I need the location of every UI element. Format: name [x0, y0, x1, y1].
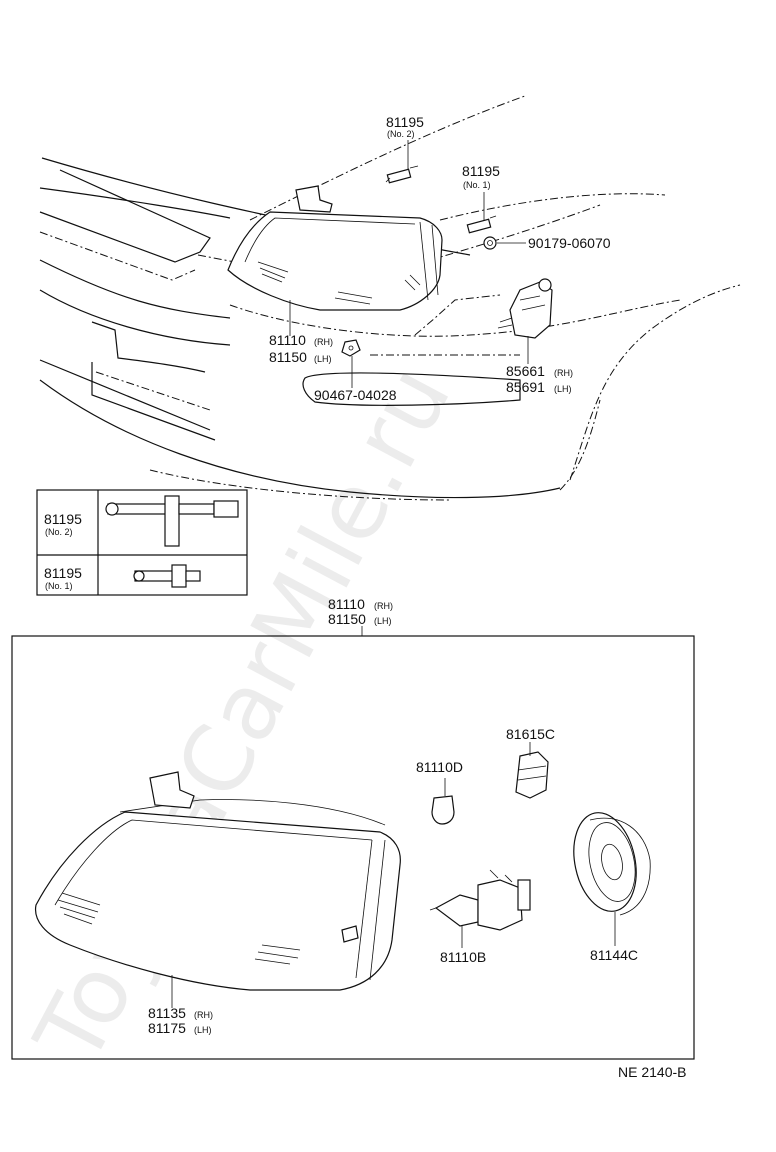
legend-row2-sub: (No. 1)	[45, 581, 73, 591]
drawing-code: NE 2140-B	[618, 1064, 686, 1080]
nut-upper-icon	[483, 236, 497, 250]
bolt-no2-number: 81195	[386, 114, 424, 130]
lens-rh-number: 81135	[148, 1005, 186, 1021]
assembly-lh-sub: (LH)	[374, 616, 392, 626]
socket-lh-number: 85691	[506, 379, 545, 395]
bulb-cover-icon	[573, 812, 651, 916]
halogen-bulb-number: 81110B	[440, 949, 486, 965]
headlamp-rh-sub: (RH)	[314, 337, 333, 347]
bolt-no1-number: 81195	[462, 163, 500, 179]
headlamp-upper-drawing	[227, 185, 443, 311]
clip-upper-icon	[341, 339, 361, 357]
bolt-no1-sub: (No. 1)	[463, 180, 491, 190]
headlamp-rh-number: 81110	[269, 332, 306, 348]
halogen-bulb-icon	[429, 869, 531, 931]
socket-rh-sub: (RH)	[554, 368, 573, 378]
headlamp-lower-drawing	[34, 771, 401, 991]
socket-rh-number: 85661	[506, 363, 545, 379]
bulb-cover-number: 81144C	[590, 947, 638, 963]
legend-row2-number: 81195	[44, 565, 82, 581]
lens-lh-number: 81175	[148, 1020, 186, 1036]
car-body-outline	[39, 95, 741, 501]
socket-81615c-icon	[515, 751, 549, 799]
socket-81615c-number: 81615C	[506, 726, 555, 742]
legend-row1-sub: (No. 2)	[45, 527, 73, 537]
bolt-no2-upper-icon	[385, 165, 419, 184]
lens-rh-sub: (RH)	[194, 1010, 213, 1020]
clip-number: 90467-04028	[314, 387, 397, 403]
socket-upper-icon	[497, 278, 553, 339]
bolt-no2-sub: (No. 2)	[387, 129, 415, 139]
headlamp-lh-sub: (LH)	[314, 354, 332, 364]
bolt-no2-icon	[105, 495, 239, 547]
bolt-no1-upper-icon	[466, 215, 497, 234]
headlamp-lh-number: 81150	[269, 349, 307, 365]
nut-number: 90179-06070	[528, 235, 611, 251]
assembly-frame	[11, 635, 695, 1060]
bolt-no1-icon	[133, 564, 201, 588]
small-bulb-icon	[431, 795, 455, 825]
lens-lh-sub: (LH)	[194, 1025, 212, 1035]
bolt-legend-table	[36, 489, 248, 596]
socket-lh-sub: (LH)	[554, 384, 572, 394]
assembly-rh-sub: (RH)	[374, 601, 393, 611]
assembly-lh-number: 81150	[328, 611, 366, 627]
small-bulb-number: 81110D	[416, 759, 463, 775]
assembly-rh-number: 81110	[328, 596, 365, 612]
legend-row1-number: 81195	[44, 511, 82, 527]
